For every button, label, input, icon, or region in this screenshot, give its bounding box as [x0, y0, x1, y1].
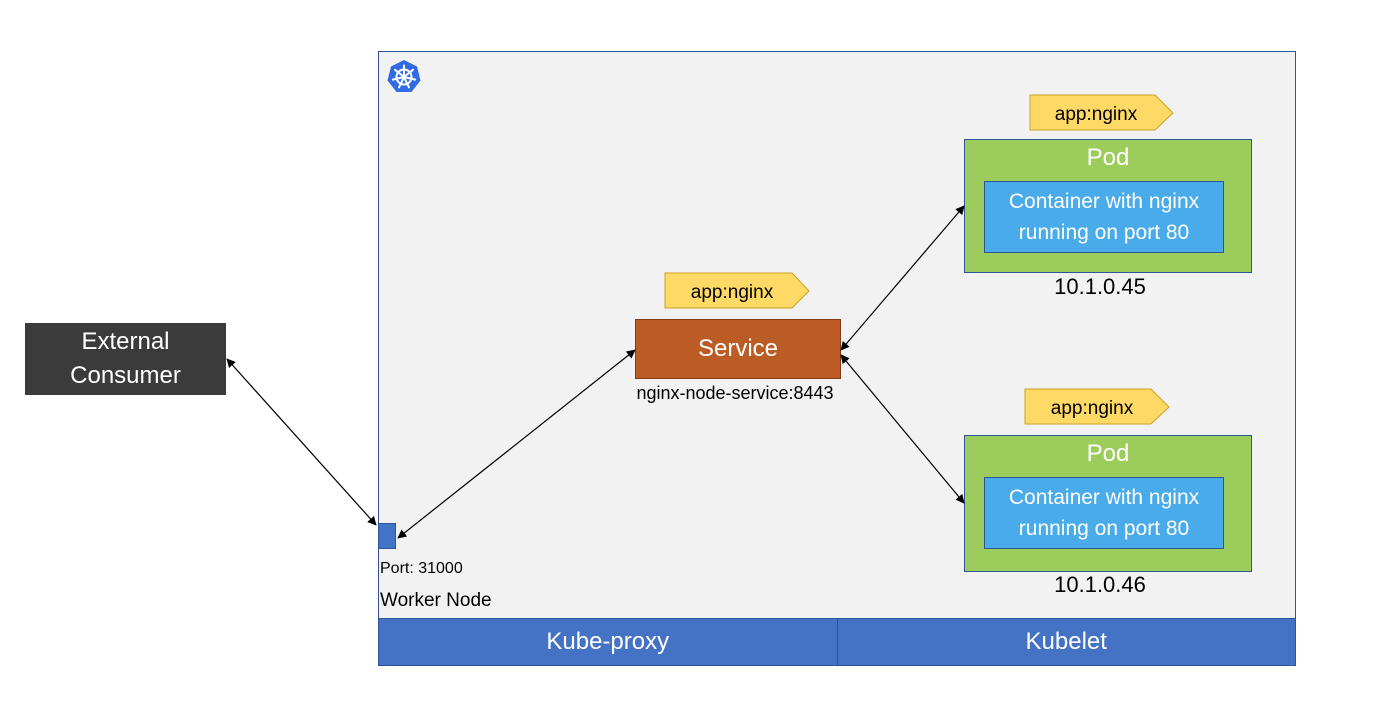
container-line1: Container with nginx	[1008, 486, 1200, 509]
container-line1: Container with nginx	[1008, 190, 1200, 213]
service-box: Service	[635, 319, 841, 379]
kube-proxy-cell: Kube-proxy	[379, 619, 837, 665]
pod-title: Pod	[1086, 144, 1130, 171]
consumer-port-arrow	[226, 358, 377, 526]
node-components-bar: Kube-proxy Kubelet	[378, 618, 1296, 666]
pod-title: Pod	[1086, 440, 1130, 467]
pod-ip-label: 10.1.0.45	[1054, 274, 1146, 299]
external-consumer-line2: Consumer	[70, 362, 181, 389]
node-port-square	[378, 523, 396, 549]
pod-box: Pod Container with nginx running on port…	[964, 139, 1252, 273]
pod-tag-text: app:nginx	[1055, 104, 1138, 125]
service-label: Service	[697, 335, 779, 362]
kube-proxy-label: Kube-proxy	[546, 628, 670, 655]
container-box: Container with nginx running on port 80	[984, 477, 1224, 549]
container-box: Container with nginx running on port 80	[984, 181, 1224, 253]
service-pod2-arrow	[840, 354, 965, 504]
service-tag-text: app:nginx	[691, 282, 774, 303]
service-pod1-arrow	[840, 205, 965, 351]
container-line2: running on port 80	[1018, 221, 1190, 244]
external-consumer-line1: External	[81, 328, 170, 355]
kubelet-cell: Kubelet	[836, 619, 1296, 665]
node-port-label: Port: 31000	[380, 560, 463, 577]
kubelet-label: Kubelet	[1025, 628, 1107, 655]
port-service-arrow	[397, 349, 636, 539]
container-line2: running on port 80	[1018, 517, 1190, 540]
service-name-label: nginx-node-service:8443	[636, 382, 834, 403]
pod-ip-label: 10.1.0.46	[1054, 572, 1146, 597]
worker-node-label: Worker Node	[380, 590, 492, 611]
service-label-tag: app:nginx	[664, 272, 810, 309]
pod-label-tag: app:nginx	[1029, 94, 1174, 131]
kubernetes-logo-icon	[387, 60, 421, 92]
pod-tag-text: app:nginx	[1051, 398, 1134, 419]
pod-box: Pod Container with nginx running on port…	[964, 435, 1252, 572]
pod-label-tag: app:nginx	[1024, 388, 1170, 425]
external-consumer-box: External Consumer	[25, 323, 226, 395]
